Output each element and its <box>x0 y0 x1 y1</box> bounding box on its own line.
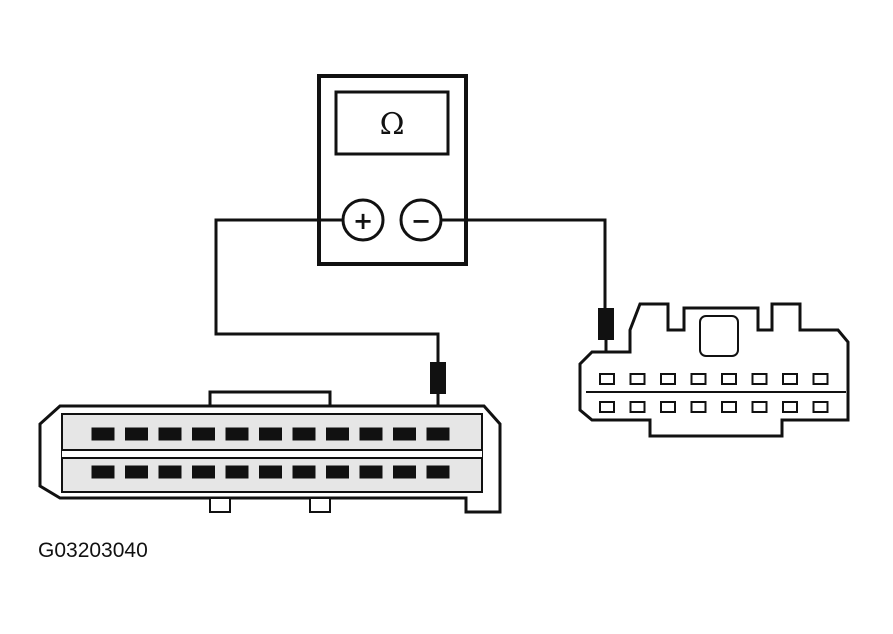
pin-r1-6 <box>751 373 768 385</box>
pin-r1-8 <box>812 373 829 385</box>
pin-r1-3 <box>660 373 676 385</box>
meter-display <box>334 90 450 156</box>
pin-r1-4 <box>192 427 215 441</box>
pin-r1-5 <box>721 373 737 385</box>
pin-r2-8 <box>326 465 349 479</box>
pin-r2-3 <box>158 465 182 479</box>
pin-r1-7 <box>292 427 316 441</box>
pin-r1-1 <box>91 427 115 441</box>
negative-lead-wire <box>441 218 607 308</box>
pin-r1-10 <box>393 427 416 441</box>
pin-r2-6 <box>259 465 282 479</box>
pin-r1-11 <box>426 427 450 441</box>
pin-r2-10 <box>393 465 416 479</box>
ohmmeter: Ω + − <box>317 74 468 266</box>
pin-r1-2 <box>125 427 148 441</box>
pin-r1-7 <box>782 373 798 385</box>
pin-r2-5 <box>225 465 249 479</box>
pin-r1-2 <box>629 373 646 385</box>
pin-r1-8 <box>326 427 349 441</box>
right-connector <box>578 302 850 438</box>
pin-r2-1 <box>91 465 115 479</box>
ohm-symbol: Ω <box>380 107 405 142</box>
pin-r1-6 <box>259 427 282 441</box>
plus-label: + <box>353 207 373 235</box>
pin-r2-6 <box>751 401 768 413</box>
pin-r1-3 <box>158 427 182 441</box>
pin-r1-4 <box>690 373 707 385</box>
pin-r2-8 <box>812 401 829 413</box>
pin-r2-5 <box>721 401 737 413</box>
pin-r1-1 <box>599 373 615 385</box>
left-connector-pins <box>91 427 450 479</box>
left-connector <box>38 390 502 514</box>
pin-r2-1 <box>599 401 615 413</box>
pin-r2-4 <box>690 401 707 413</box>
pin-r1-9 <box>359 427 383 441</box>
right-connector-lock <box>699 315 739 357</box>
pin-r2-9 <box>359 465 383 479</box>
right-connector-body <box>578 302 850 438</box>
pin-r2-7 <box>292 465 316 479</box>
minus-label: − <box>411 207 431 235</box>
pin-r2-11 <box>426 465 450 479</box>
figure-id: G03203040 <box>38 539 148 562</box>
positive-lead-wire <box>214 218 440 362</box>
pin-r2-4 <box>192 465 215 479</box>
right-connector-pins <box>599 373 829 413</box>
pin-r2-7 <box>782 401 798 413</box>
pin-r2-2 <box>125 465 148 479</box>
pin-r2-2 <box>629 401 646 413</box>
pin-r2-3 <box>660 401 676 413</box>
pin-r1-5 <box>225 427 249 441</box>
